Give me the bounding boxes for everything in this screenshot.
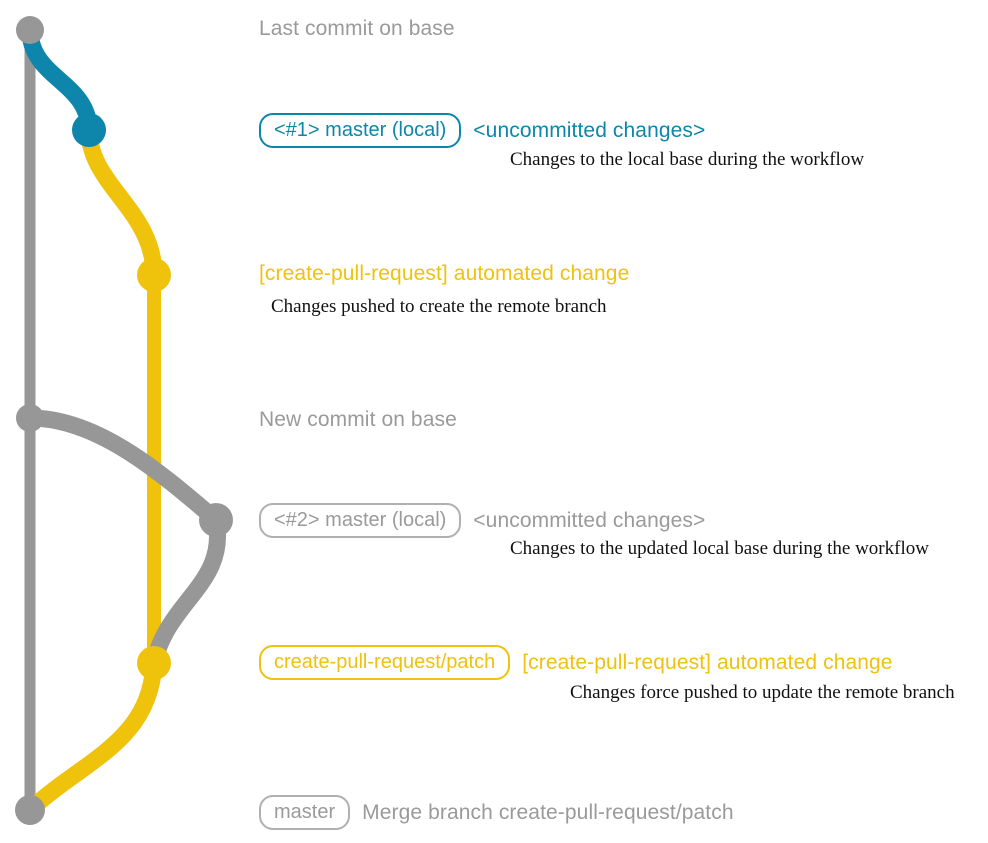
branch-line-merge [21,654,163,819]
commit-node-merge-commit[interactable] [15,795,45,825]
commit-row-automated-change-2: create-pull-request/patch [create-pull-r… [259,645,893,680]
commit-row-local-master-1: <#1> master (local) <uncommitted changes… [259,113,705,148]
branch-badge-local-master-2[interactable]: <#2> master (local) [259,503,462,538]
commit-node-remote-commit-2[interactable] [137,646,171,680]
commit-node-base-new-commit[interactable] [16,404,44,432]
branch-line-remote-1 [80,121,163,284]
commit-message-local-master-1: <uncommitted changes> [473,118,706,142]
commit-row-merge-commit: master Merge branch create-pull-request/… [259,795,734,830]
commit-title-last-commit-on-base: Last commit on base [259,17,455,40]
commit-row-local-master-2: <#2> master (local) <uncommitted changes… [259,503,705,538]
commit-description-local-master-2: Changes to the updated local base during… [510,538,929,559]
commit-message-automated-change-1: [create-pull-request] automated change [259,262,630,285]
commit-title-new-commit-on-base: New commit on base [259,408,457,431]
branch-badge-create-pull-request-patch[interactable]: create-pull-request/patch [259,645,511,680]
commit-description-automated-change-2: Changes force pushed to update the remot… [570,682,955,703]
commit-message-automated-change-2: [create-pull-request] automated change [522,650,893,674]
commit-message-local-master-2: <uncommitted changes> [473,508,706,532]
branch-line-local-2 [21,409,225,529]
commit-node-local-commit-2[interactable] [199,503,233,537]
commit-node-local-commit-1[interactable] [72,113,106,147]
branch-badge-local-master-1[interactable]: <#1> master (local) [259,113,462,148]
commit-node-base-head[interactable] [16,16,44,44]
branch-line-local-2-to-remote-2 [145,511,227,672]
commit-message-merge-commit: Merge branch create-pull-request/patch [362,800,734,824]
commit-description-local-master-1: Changes to the local base during the wor… [510,149,865,170]
commit-description-automated-change-1: Changes pushed to create the remote bran… [271,296,607,317]
branch-badge-master[interactable]: master [259,795,351,830]
commit-node-remote-commit-1[interactable] [137,258,171,292]
